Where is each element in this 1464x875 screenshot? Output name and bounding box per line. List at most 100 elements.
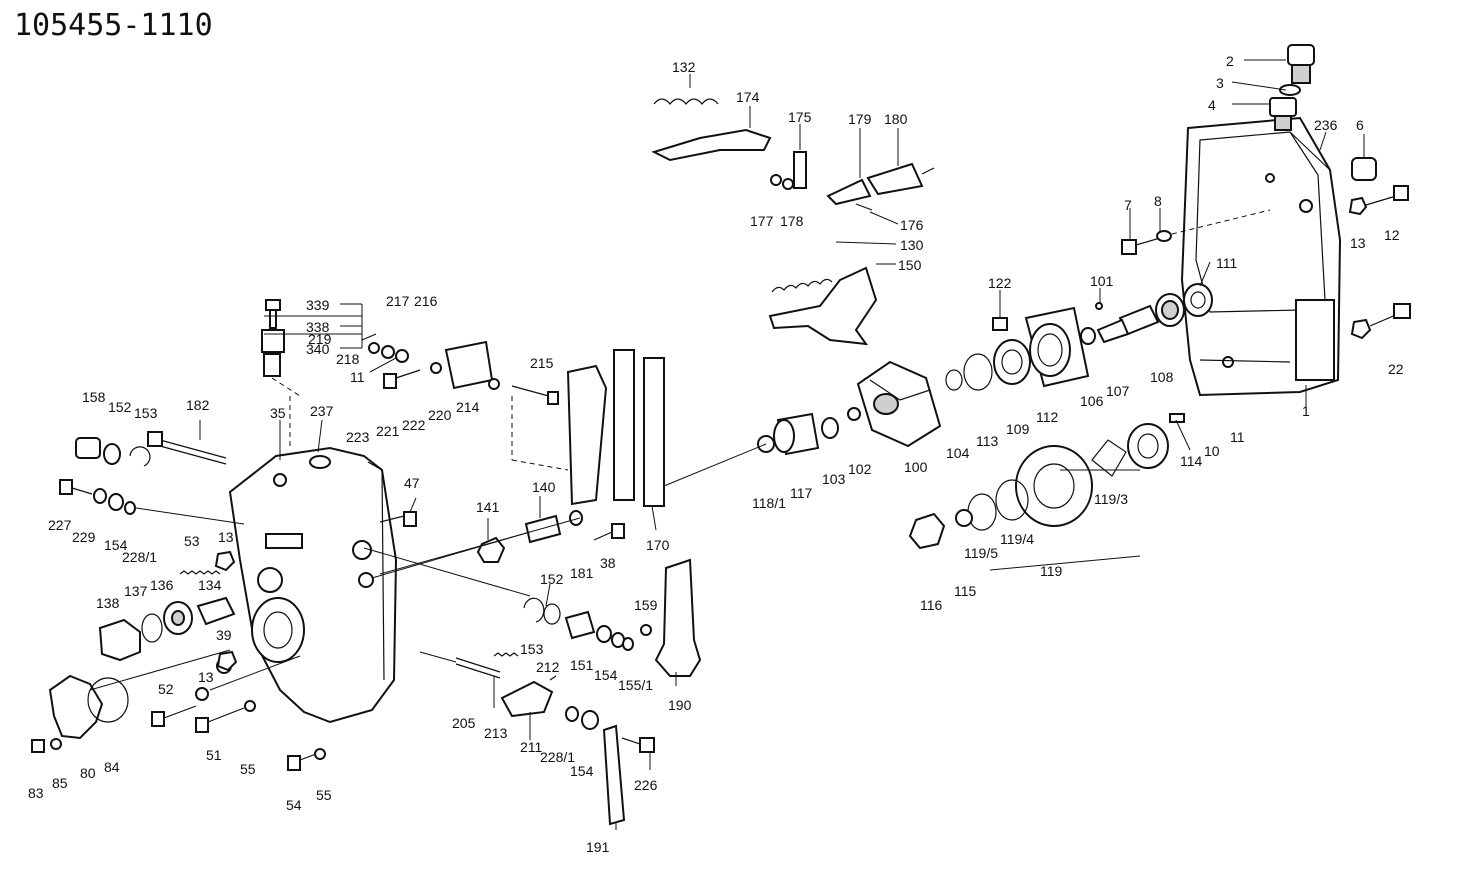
part-label: 22 bbox=[1388, 361, 1404, 377]
vent-screw-parts bbox=[261, 299, 301, 397]
part-label: 119 bbox=[1040, 563, 1063, 579]
part-label: 11 bbox=[1230, 429, 1245, 445]
part-label: 119/3 bbox=[1094, 491, 1128, 507]
part-label: 178 bbox=[780, 213, 804, 229]
part-label: 205 bbox=[452, 715, 476, 731]
part-label: 108 bbox=[1150, 369, 1174, 385]
part-label: 47 bbox=[404, 475, 420, 491]
part-label: 339 bbox=[306, 297, 330, 313]
part-label: 122 bbox=[988, 275, 1012, 291]
part-label: 106 bbox=[1080, 393, 1104, 409]
part-label: 174 bbox=[736, 89, 760, 105]
part-label: 340 bbox=[306, 341, 330, 357]
part-label: 112 bbox=[1036, 409, 1059, 425]
part-label: 170 bbox=[646, 537, 670, 553]
part-label: 229 bbox=[72, 529, 96, 545]
screw-53-nut-13 bbox=[179, 550, 236, 575]
part-label: 222 bbox=[402, 417, 426, 433]
bolt-51-52-group bbox=[151, 655, 326, 771]
part-label: 154 bbox=[104, 537, 128, 553]
part-label: 221 bbox=[376, 423, 400, 439]
leader-lines bbox=[199, 59, 1365, 830]
part-label: 191 bbox=[586, 839, 610, 855]
part-label: 137 bbox=[124, 583, 148, 599]
part-label: 154 bbox=[594, 667, 618, 683]
lever-191-bolt-226 bbox=[602, 724, 655, 826]
part-label: 227 bbox=[48, 517, 72, 533]
part-label: 152 bbox=[108, 399, 132, 415]
part-label: 107 bbox=[1106, 383, 1130, 399]
part-label: 220 bbox=[428, 407, 452, 423]
part-label: 80 bbox=[80, 765, 96, 781]
part-label: 130 bbox=[900, 237, 924, 253]
part-label: 153 bbox=[520, 641, 544, 657]
part-label: 109 bbox=[1006, 421, 1030, 437]
bolt-182-group bbox=[75, 431, 227, 467]
part-label: 103 bbox=[822, 471, 846, 487]
part-label: 51 bbox=[206, 747, 222, 763]
part-label: 182 bbox=[186, 397, 210, 413]
part-label: 223 bbox=[346, 429, 370, 445]
part-label: 150 bbox=[898, 257, 922, 273]
part-label: 84 bbox=[104, 759, 120, 775]
part-label: 55 bbox=[240, 761, 256, 777]
bolt-47-39 bbox=[216, 511, 417, 672]
part-label: 104 bbox=[946, 445, 970, 461]
part-label: 338 bbox=[306, 319, 330, 335]
part-label: 177 bbox=[750, 213, 774, 229]
part-label: 212 bbox=[536, 659, 560, 675]
part-label: 215 bbox=[530, 355, 554, 371]
lower-shaft-parts bbox=[455, 652, 599, 730]
governor-cover-part bbox=[228, 396, 398, 724]
part-label: 10 bbox=[1204, 443, 1220, 459]
part-label: 7 bbox=[1124, 197, 1132, 213]
part-label: 117 bbox=[790, 485, 813, 501]
part-label: 100 bbox=[904, 459, 928, 475]
part-label: 180 bbox=[884, 111, 908, 127]
part-label: 2 bbox=[1226, 53, 1234, 69]
part-label: 119/5 bbox=[964, 545, 998, 561]
part-label: 151 bbox=[570, 657, 594, 673]
part-label: 181 bbox=[570, 565, 594, 581]
bolt-7-washer-8 bbox=[1121, 209, 1271, 255]
part-label: 3 bbox=[1216, 75, 1224, 91]
part-label: 55 bbox=[316, 787, 332, 803]
part-label: 159 bbox=[634, 597, 658, 613]
part-label: 83 bbox=[28, 785, 44, 801]
governor-housing-part bbox=[1180, 116, 1342, 397]
part-label: 237 bbox=[310, 403, 334, 419]
flange-ring-assembly bbox=[945, 306, 1090, 391]
part-label: 190 bbox=[668, 697, 692, 713]
diagram-title: 105455-1110 bbox=[14, 8, 213, 43]
part-label: 236 bbox=[1314, 117, 1338, 133]
part-label: 85 bbox=[52, 775, 68, 791]
control-link-parts bbox=[476, 349, 767, 563]
right-side-plugs bbox=[1348, 157, 1411, 340]
cap-138-nut-group bbox=[98, 596, 236, 674]
spring-132-lever-174 bbox=[651, 98, 772, 162]
part-label: 228/1 bbox=[540, 749, 575, 765]
part-label: 118/1 bbox=[752, 495, 786, 511]
part-label: 13 bbox=[198, 669, 214, 685]
long-shafts bbox=[363, 517, 581, 663]
part-label: 1 bbox=[1302, 403, 1310, 419]
part-label: 101 bbox=[1090, 273, 1114, 289]
part-label: 141 bbox=[476, 499, 500, 515]
part-label: 13 bbox=[218, 529, 234, 545]
part-label: 52 bbox=[158, 681, 174, 697]
part-label: 211 bbox=[520, 739, 543, 755]
part-label: 12 bbox=[1384, 227, 1400, 243]
drive-shaft-assembly bbox=[1080, 283, 1213, 345]
part-label: 35 bbox=[270, 405, 286, 421]
lever-190 bbox=[640, 558, 702, 677]
part-label: 213 bbox=[484, 725, 508, 741]
part-label: 119/4 bbox=[1000, 531, 1034, 547]
part-label: 219 bbox=[308, 331, 332, 347]
part-label: 154 bbox=[570, 763, 594, 779]
part-label: 152 bbox=[540, 571, 564, 587]
part-label: 214 bbox=[456, 399, 480, 415]
part-label: 4 bbox=[1208, 97, 1216, 113]
part-label: 11 bbox=[350, 369, 365, 385]
part-label: 54 bbox=[286, 797, 302, 813]
governor-weight-100 bbox=[856, 360, 942, 448]
